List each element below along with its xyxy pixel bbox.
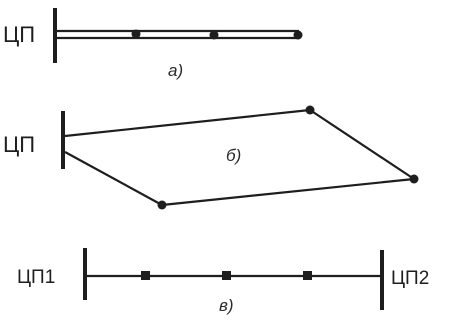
diagram-a: ЦП а) (3, 8, 303, 80)
node-b-2 (409, 174, 419, 184)
supply-busbar-a (53, 8, 57, 63)
node-b-3 (157, 200, 167, 210)
diagram-b: ЦП б) (3, 105, 419, 210)
node-b-1 (305, 105, 315, 115)
diagram-c: ЦП1 ЦП2 в) (17, 248, 429, 315)
node-a-end (293, 30, 303, 40)
node-a-2 (209, 30, 219, 40)
node-c-2 (222, 271, 231, 280)
caption-c: в) (219, 296, 234, 315)
caption-a: а) (168, 61, 183, 80)
node-c-3 (303, 271, 312, 280)
node-a-1 (131, 29, 141, 39)
supply-point-label-c-right: ЦП2 (391, 268, 429, 289)
supply-point-label-a: ЦП (3, 22, 35, 47)
caption-b: б) (226, 146, 241, 165)
supply-point-label-b: ЦП (3, 132, 35, 157)
supply-point-label-c-left: ЦП1 (17, 267, 55, 288)
node-c-1 (141, 271, 150, 280)
supply-busbar-b (61, 111, 65, 169)
supply-busbar-c-left (83, 248, 87, 300)
supply-busbar-c-right (380, 250, 384, 310)
